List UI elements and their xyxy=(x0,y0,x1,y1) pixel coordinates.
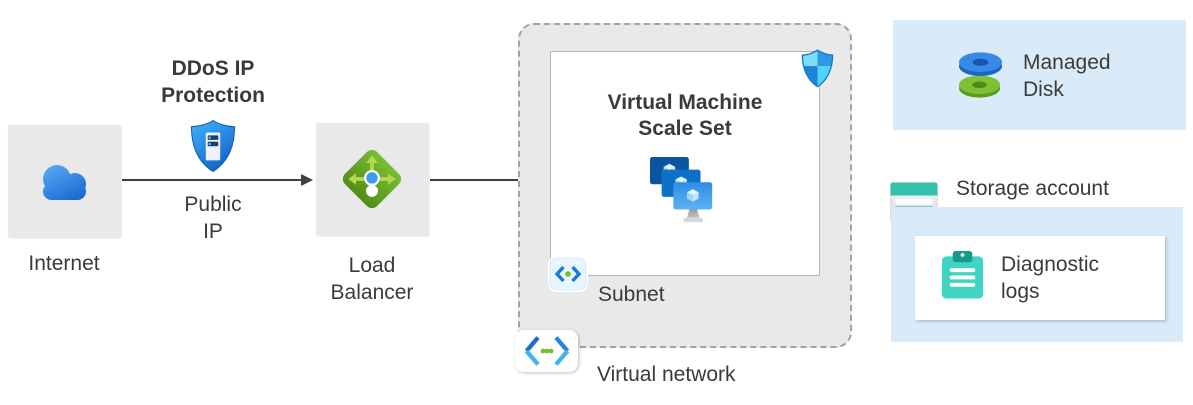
arrow-internet-to-load-balancer xyxy=(122,174,313,186)
subnet-label: Subnet xyxy=(598,283,665,306)
subnet-icon xyxy=(548,256,588,292)
vm-scale-set-icon xyxy=(649,157,713,223)
load-balancer-label: Load Balancer xyxy=(330,254,414,304)
managed-disk-card: Managed Disk xyxy=(893,20,1186,130)
internet-label: Internet xyxy=(28,252,100,275)
managed-disk-icon xyxy=(958,52,1003,98)
diagnostic-logs-label: Diagnostic logs xyxy=(1001,253,1100,303)
vmss-title: Virtual Machine Scale Set xyxy=(607,91,763,140)
managed-disk-label: Managed Disk xyxy=(1023,51,1111,101)
storage-account-label: Storage account xyxy=(956,177,1109,200)
diagnostic-logs-clipboard-icon xyxy=(941,251,984,299)
virtual-network-label: Virtual network xyxy=(597,363,736,386)
cloud-icon xyxy=(43,165,86,200)
diagnostic-logs-card: Diagnostic logs xyxy=(915,236,1165,320)
load-balancer-icon xyxy=(342,149,402,209)
internet-node xyxy=(8,125,120,237)
virtual-network-icon xyxy=(524,336,569,366)
public-ip-label: Public IP xyxy=(184,193,242,243)
defender-shield-icon xyxy=(801,49,834,88)
ddos-protection-shield-icon xyxy=(190,119,236,173)
ddos-protection-title: DDoS IP Protection xyxy=(161,57,265,107)
load-balancer-node xyxy=(316,123,428,235)
virtual-network-icon-tile xyxy=(515,330,578,372)
